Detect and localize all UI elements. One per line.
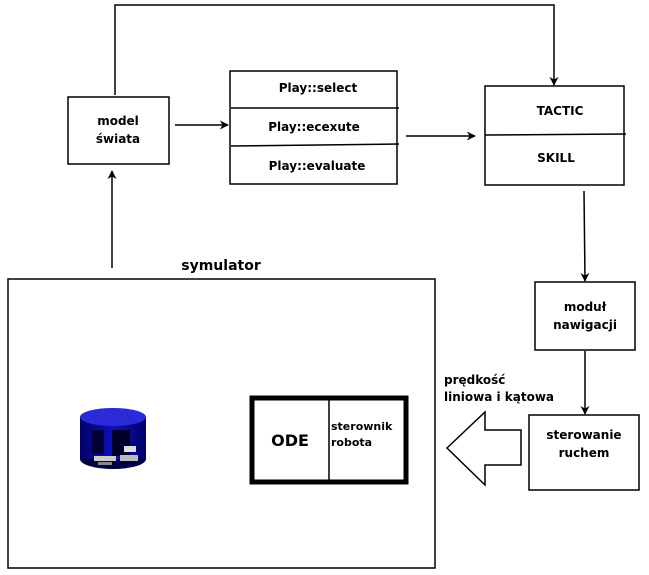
feedback-arrow-model-to-tactic — [114, 4, 559, 95]
ode-label: ODE — [271, 431, 309, 450]
navigation-module-box: moduł nawigacji — [534, 281, 636, 351]
tactic-skill-box: TACTIC SKILL — [484, 85, 627, 186]
ode-controller-box: ODE sterownik robota — [249, 395, 409, 485]
navigation-label-line1: moduł — [564, 300, 607, 314]
robot-icon — [80, 408, 146, 469]
world-model-label-line2: świata — [96, 132, 140, 146]
motion-label-line2: ruchem — [559, 446, 610, 460]
speed-label-line2: liniowa i kątowa — [444, 390, 554, 404]
play-evaluate-label: Play::evaluate — [269, 159, 366, 173]
motion-control-box: sterowanie ruchem — [528, 414, 640, 491]
navigation-label-line2: nawigacji — [553, 318, 617, 332]
world-model-label-line1: model — [97, 114, 139, 128]
simulator-title: symulator — [181, 258, 261, 274]
play-box: Play::select Play::ecexute Play::evaluat… — [229, 70, 400, 185]
motion-label-line1: sterowanie — [546, 428, 621, 442]
world-model-box: model świata — [67, 96, 170, 165]
block-arrow-left-icon — [445, 410, 522, 487]
controller-label-line1: sterownik — [331, 420, 393, 433]
speed-label-line1: prędkość — [444, 373, 505, 387]
skill-label: SKILL — [537, 151, 575, 165]
play-select-label: Play::select — [279, 81, 358, 95]
tactic-label: TACTIC — [537, 104, 584, 118]
play-execute-label: Play::ecexute — [268, 120, 360, 134]
arrow-tactic-to-navigation — [580, 190, 590, 282]
controller-label-line2: robota — [331, 436, 372, 449]
